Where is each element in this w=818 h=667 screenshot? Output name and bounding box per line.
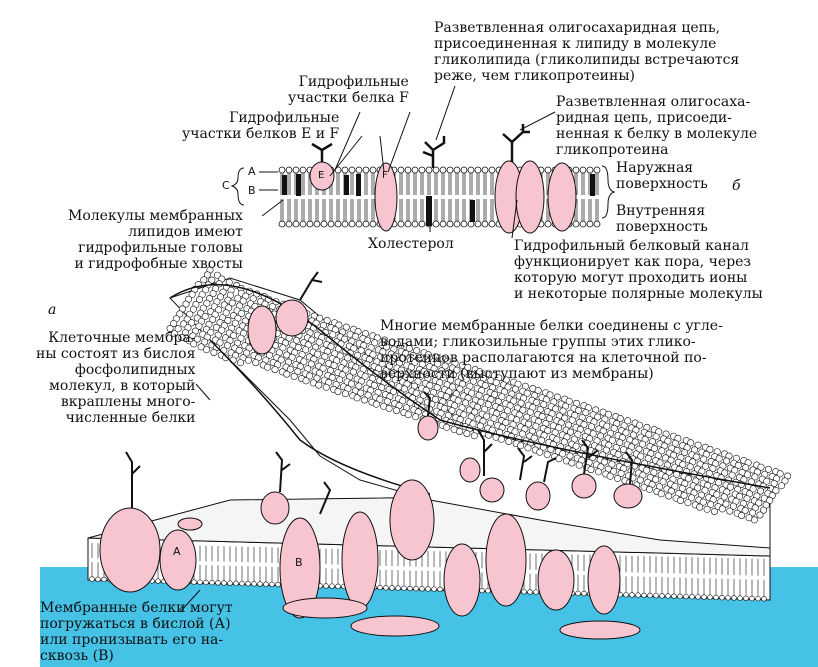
layer-brace (230, 167, 245, 206)
cell-membranes-line-3: фосфолипидных (74, 362, 196, 378)
membrane-proteins-line-3: или пронизывать его на- (40, 632, 224, 648)
glycolipid-line-2: присоединенная к липиду в молекуле (434, 36, 717, 52)
cell-membranes-line-5: вкраплены много- (60, 394, 196, 410)
channel-line-4: и некоторые полярные молекулы (514, 286, 763, 302)
inner-surface-line-1: Внутренняя (616, 203, 706, 219)
lipid-line-3: гидрофильные головы (78, 240, 243, 256)
channel-line-1: Гидрофильный белковый канал (514, 238, 749, 254)
hydrophilic-ef-line-2: участки белков E и F (182, 126, 340, 142)
glycolipid-chain (422, 136, 446, 168)
glycolipid-line-4: реже, чем гликопротеины) (434, 68, 635, 84)
protein-f (374, 162, 398, 232)
layer-a-label: A (248, 165, 256, 178)
glycoprotein-line-3: ненная к белку в молекуле (556, 126, 758, 142)
bilayer-cross-section (230, 124, 616, 234)
flat-protein-1 (282, 597, 368, 619)
glycolipid-line-1: Разветвленная олигосахаридная цепь, (434, 20, 721, 36)
flat-protein-3 (559, 620, 641, 640)
protein-e-chain (311, 142, 333, 162)
glycolipid-chain-label: Разветвленная олигосахаридная цепь, прис… (434, 20, 739, 84)
layer-c-label: C (222, 179, 230, 192)
outer-surface-label: Наружная поверхность (616, 160, 708, 192)
glycosyl-line-1: Многие мембранные белки соединены с угле… (380, 318, 723, 334)
glycoprotein-line-2: ридная цепь, присоеди- (556, 110, 732, 126)
glycosyl-line-4: верхности (выступают из мембраны) (380, 366, 654, 382)
cell-membranes-line-2: ны состоят из бислоя (36, 346, 196, 362)
hydrophilic-ef-label: Гидрофильные участки белков E и F (182, 110, 339, 142)
hydrophilic-f-line-1: Гидрофильные (298, 74, 409, 90)
cell-membranes-label: Клеточные мембра- ны состоят из бислоя ф… (36, 330, 195, 426)
membrane-3d (87, 266, 792, 640)
protein-f-label: F (382, 170, 388, 181)
membrane-proteins-line-4: сквозь (В) (40, 648, 114, 664)
cell-membranes-line-6: численные белки (65, 410, 196, 426)
channel-protein-right (515, 160, 545, 234)
inner-surface-label: Внутренняя поверхность (616, 203, 708, 235)
glycoprotein-chain-label: Разветвленная олигосаха- ридная цепь, пр… (556, 94, 757, 158)
lipid-line-2: липидов имеют (128, 224, 243, 240)
glycoprotein-chain (502, 124, 530, 162)
channel-label: Гидрофильный белковый канал функционируе… (514, 238, 763, 302)
glycosyl-line-3: протеинов располагаются на клеточной по- (380, 350, 707, 366)
lipid-molecules-label: Молекулы мембранных липидов имеют гидроф… (68, 208, 243, 272)
layer-b-label: B (248, 184, 256, 197)
flat-protein-2 (350, 615, 440, 637)
glycosyl-label: Многие мембранные белки соединены с угле… (380, 318, 723, 382)
cholesterol-molecule (426, 196, 432, 226)
membrane-proteins-line-2: погружаться в бислой (А) (40, 616, 231, 632)
cell-membranes-line-4: молекул, в который (49, 378, 196, 394)
hydrophilic-ef-line-1: Гидрофильные (229, 110, 340, 126)
glycosyl-line-2: водами; гликозильные группы этих глико- (380, 334, 696, 350)
outer-surface-line-1: Наружная (616, 160, 694, 176)
membrane-proteins-label: Мембранные белки могут погружаться в бис… (40, 600, 233, 664)
cholesterol-label: Холестерол (368, 236, 454, 252)
protein-a-label-blob (159, 529, 197, 591)
outer-surface-line-2: поверхность (616, 176, 708, 192)
glycolipid-line-3: гликолипида (гликолипиды встречаются (434, 52, 740, 68)
lipid-line-4: и гидрофобные хвосты (74, 256, 243, 272)
figure-b-label: б (732, 178, 741, 194)
inner-surface-line-2: поверхность (616, 219, 708, 235)
protein-b-3d (279, 517, 321, 619)
protein-right (547, 162, 577, 232)
protein-e-label: E (318, 170, 325, 181)
hydrophilic-f-label: Гидрофильные участки белка F (288, 74, 409, 106)
cell-membranes-line-1: Клеточные мембра- (48, 330, 196, 346)
hydrophilic-f-line-2: участки белка F (288, 90, 409, 106)
protein-b-3d-label: B (295, 556, 303, 569)
protein-a-3d-label: A (173, 545, 181, 558)
channel-line-2: функционирует как пора, через (514, 254, 752, 270)
channel-line-3: которую могут проходить ионы (514, 270, 748, 286)
membrane-proteins-line-1: Мембранные белки могут (40, 600, 233, 616)
figure-a-label: а (48, 302, 57, 318)
lipid-line-1: Молекулы мембранных (68, 208, 243, 224)
glycoprotein-line-1: Разветвленная олигосаха- (556, 94, 751, 110)
glycoprotein-line-4: гликопротеина (556, 142, 669, 158)
protein-a-3d (99, 507, 161, 593)
leader-lines (179, 85, 556, 613)
